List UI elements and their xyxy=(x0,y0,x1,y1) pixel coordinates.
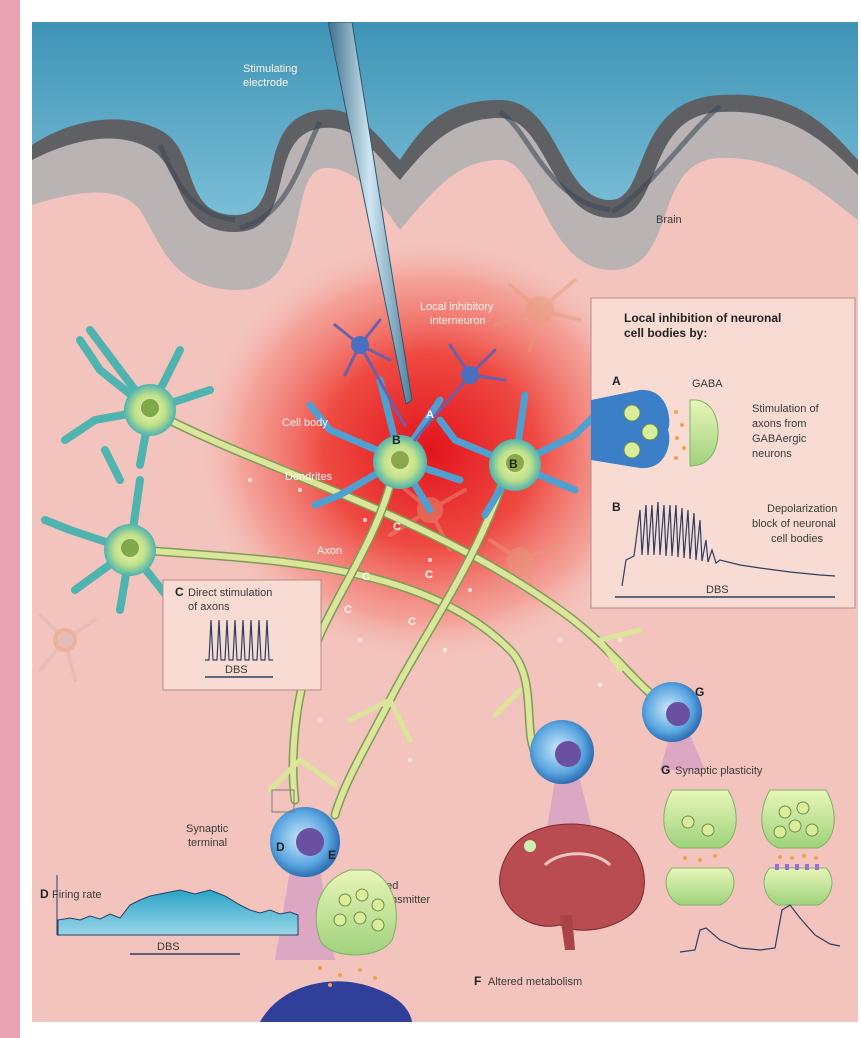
marker-b-left: B xyxy=(392,433,401,447)
label-gaba: GABA xyxy=(692,378,723,390)
marker-a: A xyxy=(426,409,434,421)
marker-d: D xyxy=(276,840,285,854)
label-electrode-line1: Stimulating xyxy=(243,63,297,75)
panel-c-letter: C xyxy=(175,585,184,599)
label-brain: Brain xyxy=(656,214,682,226)
panel-a-text-4: neurons xyxy=(752,448,792,460)
label-cell-body: Cell body xyxy=(282,417,328,429)
panel-a-text-1: Stimulation of xyxy=(752,403,820,415)
panel-d-letter: D xyxy=(40,887,49,901)
panel-ab-title-2: cell bodies by: xyxy=(624,326,707,340)
label-electrode-line2: electrode xyxy=(243,77,288,89)
panel-c-title-2: of axons xyxy=(188,601,230,613)
panel-direct-stimulation: C Direct stimulation of axons DBS xyxy=(163,580,321,690)
panel-local-inhibition: Local inhibition of neuronal cell bodies… xyxy=(591,298,855,608)
panel-c-axis-label: DBS xyxy=(225,664,248,676)
panel-f-title: Altered metabolism xyxy=(488,976,582,988)
illustration-canvas: Stimulating electrode Brain Local inhibi… xyxy=(32,22,858,1022)
illustration-frame: Stimulating electrode Brain Local inhibi… xyxy=(32,22,858,1022)
label-axon: Axon xyxy=(317,545,342,557)
marker-c-4: C xyxy=(408,616,416,628)
marker-c-5: C xyxy=(344,604,352,616)
label-interneuron-line2: interneuron xyxy=(430,315,486,327)
panel-b-axis-label: DBS xyxy=(706,584,729,596)
marker-e: E xyxy=(328,848,336,862)
label-synaptic-line1: Synaptic xyxy=(186,823,229,835)
panel-f-letter: F xyxy=(474,974,481,988)
brain-sagittal xyxy=(500,824,645,930)
panel-b-text-2: block of neuronal xyxy=(752,518,836,530)
marker-c-1: C xyxy=(393,521,401,533)
gaba-synapse-drawing xyxy=(591,390,718,468)
marker-b-right: B xyxy=(509,457,518,471)
metabolic-hotspot xyxy=(524,840,536,852)
panel-d-axis-label: DBS xyxy=(157,941,180,953)
panel-b-letter: B xyxy=(612,500,621,514)
panel-a-text-2: axons from xyxy=(752,418,806,430)
panel-b-text-3: cell bodies xyxy=(771,533,823,545)
marker-c-2: C xyxy=(362,571,370,583)
panel-ab-title-1: Local inhibition of neuronal xyxy=(624,311,781,325)
panel-b-text-1: Depolarization xyxy=(767,503,837,515)
panel-d-title: Firing rate xyxy=(52,889,102,901)
marker-c-3: C xyxy=(425,569,433,581)
panel-g-title: Synaptic plasticity xyxy=(675,765,763,777)
label-dendrites: Dendrites xyxy=(285,471,333,483)
panel-c-title-1: Direct stimulation xyxy=(188,587,272,599)
panel-a-letter: A xyxy=(612,374,621,388)
label-synaptic-line2: terminal xyxy=(188,837,227,849)
label-interneuron-line1: Local inhibitory xyxy=(420,301,494,313)
panel-a-text-3: GABAergic xyxy=(752,433,807,445)
marker-g: G xyxy=(695,685,704,699)
page-border-strip xyxy=(0,0,20,1038)
panel-g-letter: G xyxy=(661,763,670,777)
